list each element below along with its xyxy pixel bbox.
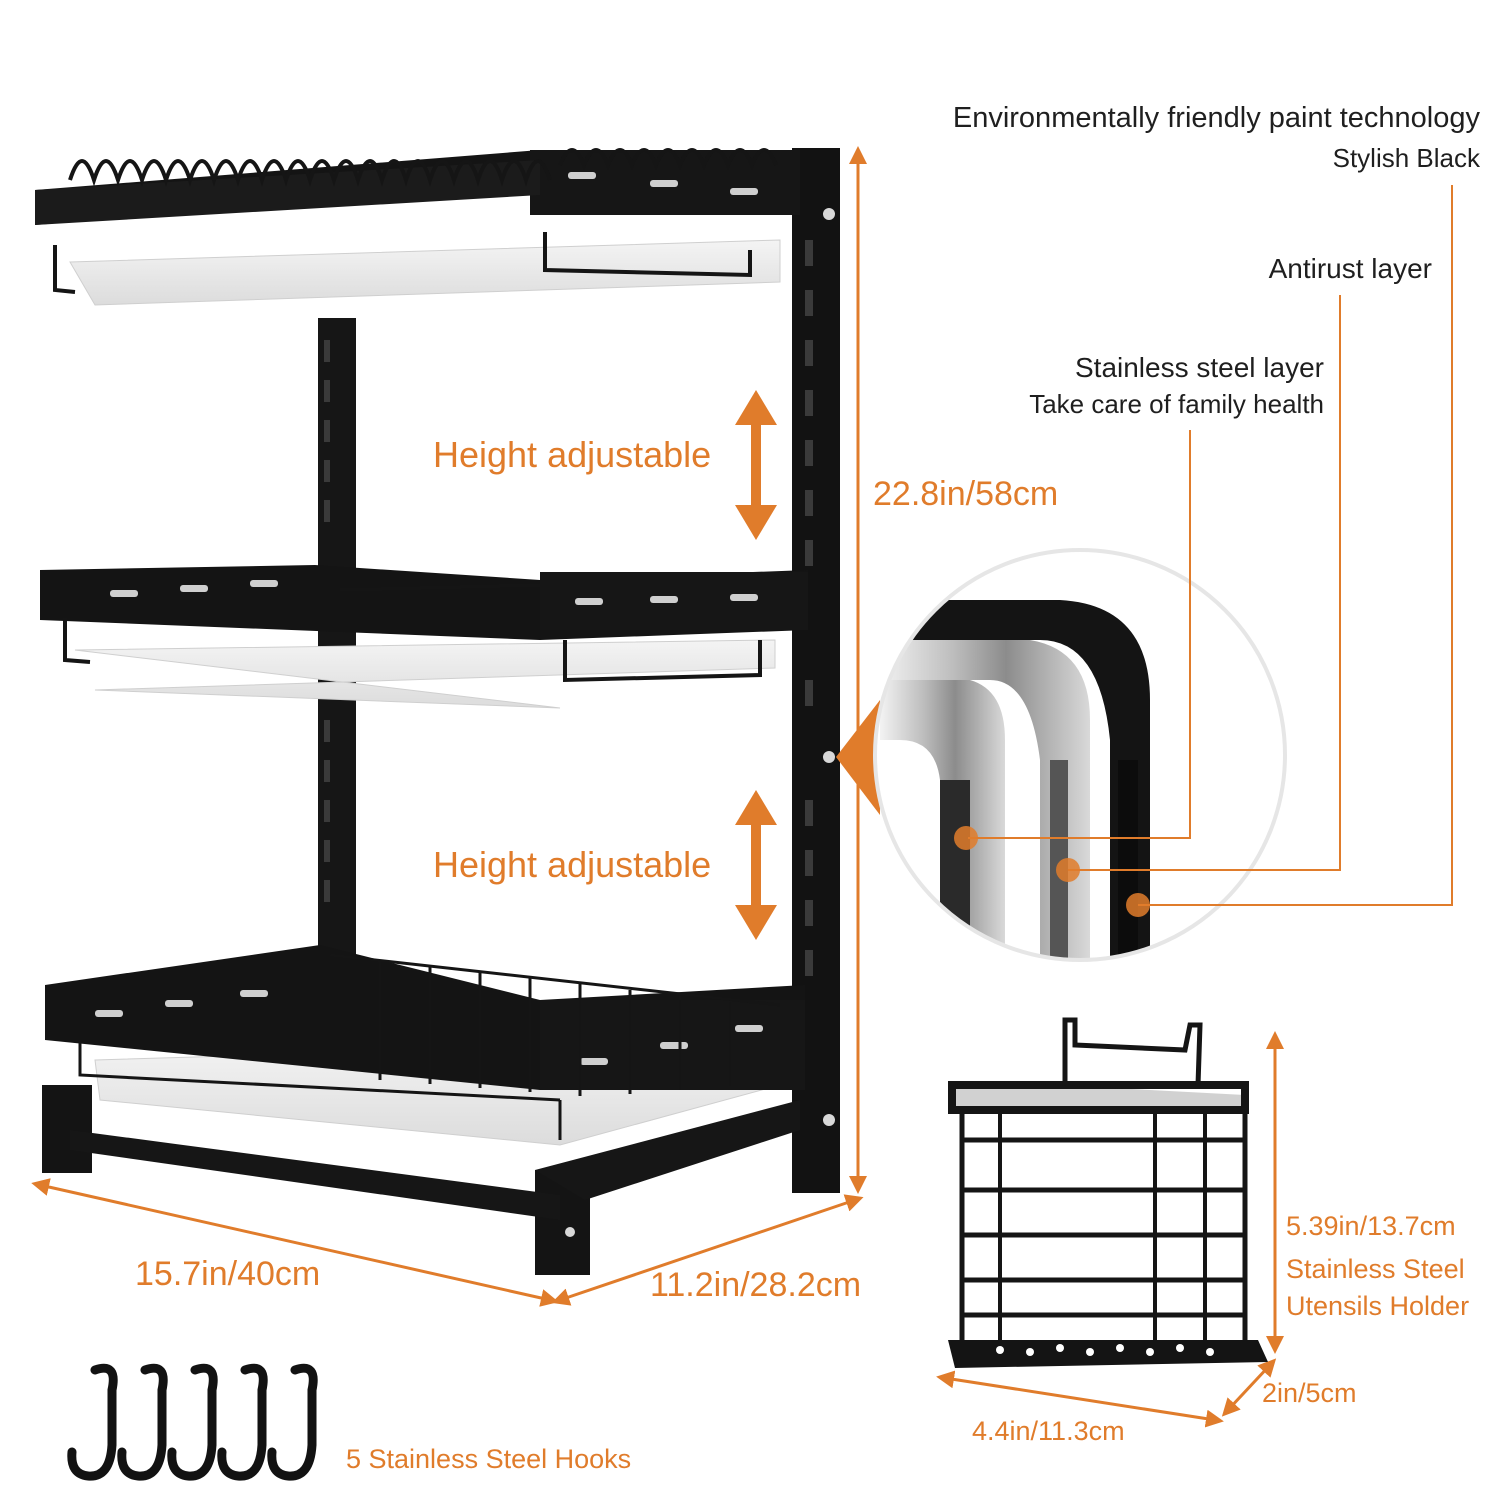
- callout-family-health: Take care of family health: [1029, 389, 1324, 419]
- callout-stainless-steel-layer: Stainless steel layer: [1074, 352, 1324, 383]
- magnifier-pointer: [836, 700, 880, 815]
- holder-width-dimension: 4.4in/11.3cm: [972, 1416, 1125, 1446]
- rack-height-dimension: 22.8in/58cm: [873, 475, 1059, 513]
- hooks-illustration: [67, 1363, 318, 1481]
- hook-icon: [167, 1363, 218, 1481]
- callout-lines: [968, 185, 1453, 906]
- hooks-label: 5 Stainless Steel Hooks: [346, 1444, 632, 1474]
- rack-width-dimension: 15.7in/40cm: [135, 1255, 321, 1293]
- holder-name-line2: Utensils Holder: [1286, 1291, 1470, 1321]
- callout-paint-technology: Environmentally friendly paint technolog…: [952, 102, 1480, 134]
- dimension-lines: [31, 146, 1284, 1428]
- magnifier-circle-icon: [873, 548, 1287, 962]
- callout-dots: [954, 826, 1150, 917]
- rack-middle-tier: [40, 565, 808, 709]
- rack-top-tier: [35, 148, 800, 306]
- rack-bottom-tier: [42, 945, 805, 1275]
- hook-icon: [117, 1363, 168, 1481]
- hook-icon: [267, 1363, 318, 1481]
- callout-stylish-black: Stylish Black: [1332, 143, 1480, 173]
- utensil-holder: [948, 1017, 1268, 1368]
- hook-icon: [217, 1363, 268, 1481]
- arrow-up-down-icon: [735, 790, 777, 940]
- hook-icon: [67, 1363, 118, 1481]
- arrow-up-down-icon: [735, 390, 777, 540]
- holder-name-line1: Stainless Steel: [1286, 1254, 1465, 1284]
- holder-height-dimension: 5.39in/13.7cm: [1286, 1211, 1456, 1241]
- rack-depth-dimension: 11.2in/28.2cm: [650, 1266, 862, 1304]
- holder-depth-dimension: 2in/5cm: [1262, 1378, 1357, 1408]
- callout-antirust-layer: Antirust layer: [1268, 253, 1432, 284]
- height-adjustable-label-top: Height adjustable: [433, 434, 712, 475]
- height-adjustable-label-bottom: Height adjustable: [433, 844, 712, 885]
